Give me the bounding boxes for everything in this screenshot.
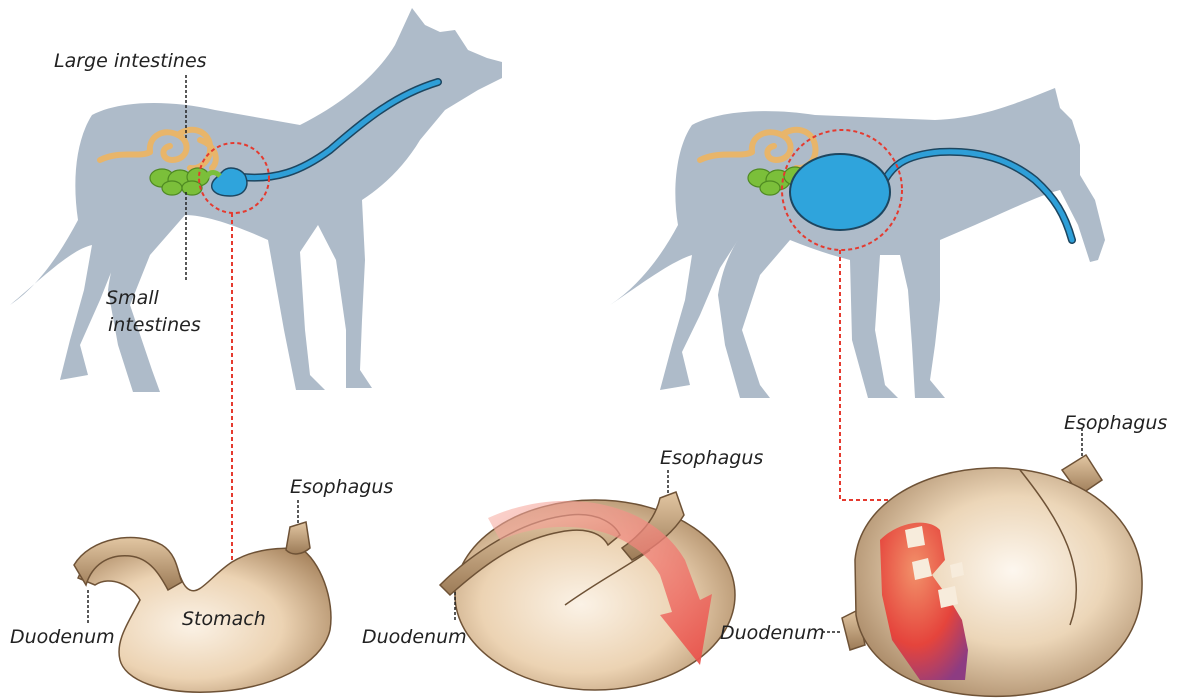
- label-duodenum-gdv: Duodenum: [720, 622, 825, 644]
- label-esophagus-normal: Esophagus: [290, 476, 393, 498]
- label-stomach: Stomach: [182, 608, 266, 630]
- label-duodenum-twisting: Duodenum: [362, 626, 467, 648]
- stomach-bloat-blue: [790, 154, 890, 230]
- dog-silhouette-bloat: [610, 88, 1105, 398]
- stomach-gdv-illustration: [842, 455, 1142, 696]
- label-duodenum-normal: Duodenum: [10, 626, 115, 648]
- label-esophagus-gdv: Esophagus: [1064, 412, 1167, 434]
- label-large-intestines: Large intestines: [54, 50, 207, 72]
- label-small-intestines-line1: Small: [106, 287, 159, 309]
- stomach-twisting-illustration: [440, 492, 735, 690]
- label-small-intestines-line2: intestines: [108, 314, 201, 336]
- label-esophagus-twisting: Esophagus: [660, 447, 763, 469]
